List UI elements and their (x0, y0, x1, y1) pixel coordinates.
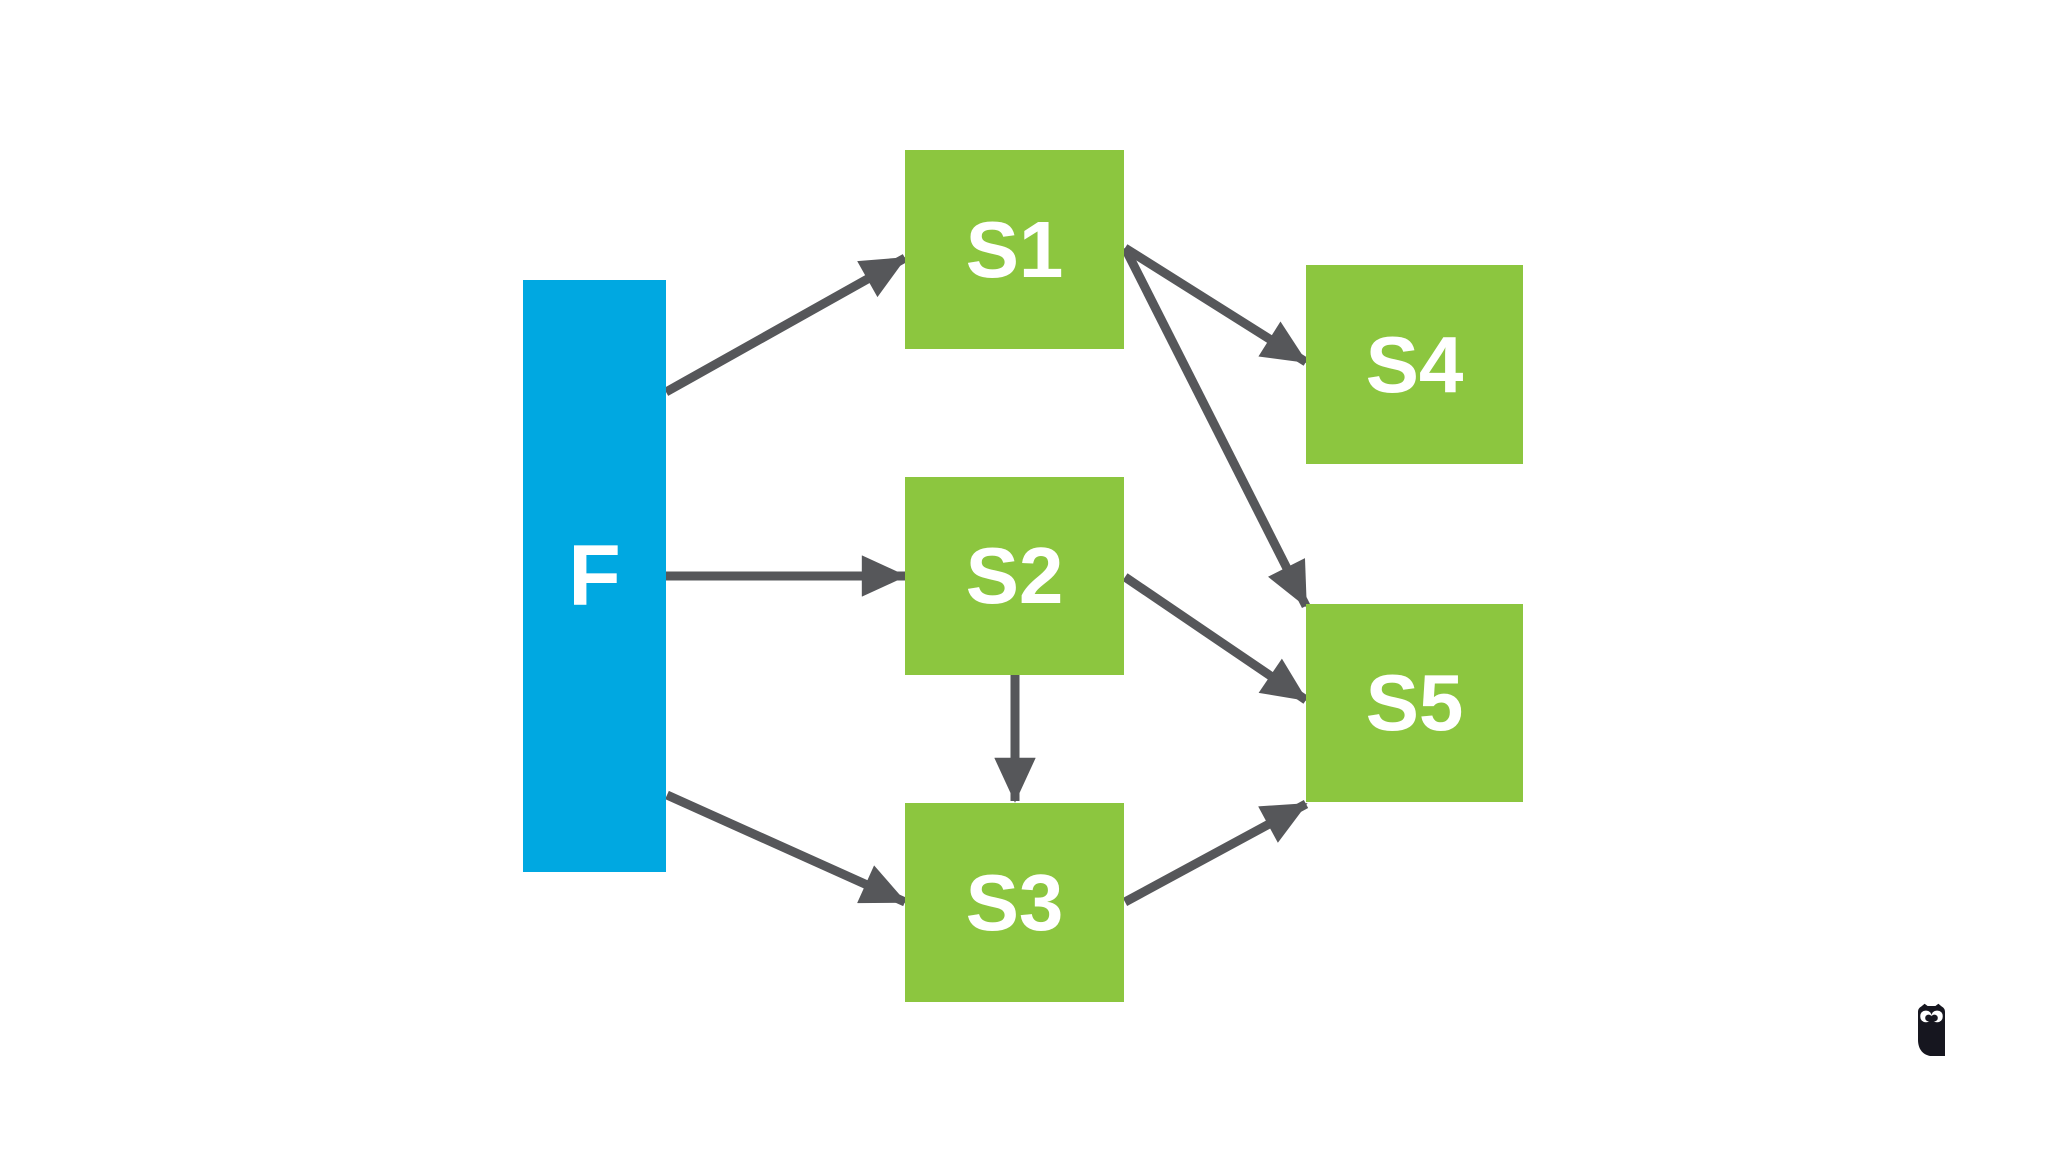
node-s2-label: S2 (965, 531, 1064, 620)
node-s4: S4 (1306, 265, 1523, 464)
node-f: F (523, 280, 666, 872)
edge-f-s3 (665, 790, 907, 907)
edge-s2-s5 (1122, 573, 1309, 704)
node-s5-label: S5 (1365, 658, 1464, 747)
node-s1: S1 (905, 150, 1124, 349)
node-s4-label: S4 (1365, 319, 1464, 409)
node-s2: S2 (905, 477, 1124, 675)
node-f-label: F (568, 528, 621, 624)
edge-f-s1 (663, 254, 908, 396)
node-s3: S3 (905, 803, 1124, 1002)
edge-s1-s5 (1120, 245, 1311, 609)
edge-s3-s5 (1122, 800, 1309, 906)
hootsuite-owl-icon (1918, 1003, 1945, 1056)
edge-s1-s4 (1122, 244, 1309, 366)
node-s1-label: S1 (965, 204, 1064, 294)
node-s3-label: S3 (965, 857, 1064, 947)
node-s5: S5 (1306, 604, 1523, 802)
